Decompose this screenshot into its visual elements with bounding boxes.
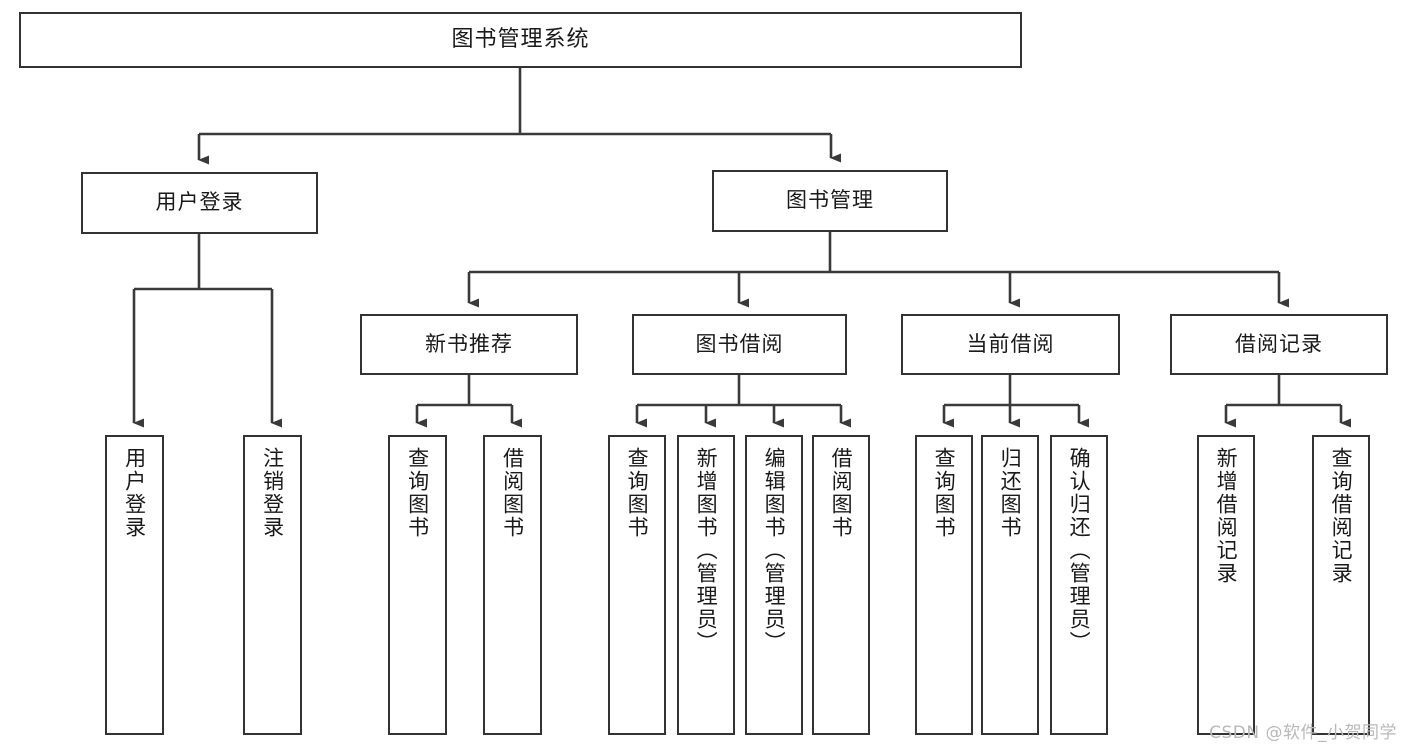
node-book-management-label: 图书管理 — [786, 188, 874, 213]
leaf-add-record[interactable]: 新增借阅记录 — [1197, 435, 1255, 735]
leaf-query-book-3[interactable]: 查询图书 — [915, 435, 973, 735]
leaf-add-record-label: 新增借阅记录 — [1214, 447, 1239, 585]
leaf-query-book-2[interactable]: 查询图书 — [608, 435, 666, 735]
leaf-borrow-book-1-label: 借阅图书 — [500, 447, 525, 539]
leaf-return-book[interactable]: 归还图书 — [981, 435, 1039, 735]
leaf-return-book-label: 归还图书 — [998, 447, 1023, 539]
leaf-confirm-return-label: 确认归还（管理员） — [1067, 447, 1092, 654]
node-new-book-recommend-label: 新书推荐 — [425, 331, 513, 356]
leaf-user-logout-label: 注销登录 — [260, 447, 285, 539]
leaf-user-login[interactable]: 用户登录 — [105, 435, 164, 735]
node-new-book-recommend[interactable]: 新书推荐 — [360, 314, 578, 375]
leaf-query-book-1-label: 查询图书 — [405, 447, 430, 539]
node-book-borrow[interactable]: 图书借阅 — [632, 314, 847, 375]
node-root-label: 图书管理系统 — [451, 26, 590, 52]
leaf-query-book-1[interactable]: 查询图书 — [388, 435, 447, 735]
leaf-borrow-book-1[interactable]: 借阅图书 — [483, 435, 542, 735]
leaf-user-login-label: 用户登录 — [122, 447, 147, 539]
leaf-add-book[interactable]: 新增图书（管理员） — [677, 435, 735, 735]
leaf-query-record-label: 查询借阅记录 — [1329, 447, 1354, 585]
node-user-login-label: 用户登录 — [155, 190, 244, 215]
leaf-edit-book-label: 编辑图书（管理员） — [762, 447, 787, 654]
leaf-add-book-label: 新增图书（管理员） — [694, 447, 719, 654]
node-book-borrow-label: 图书借阅 — [695, 331, 784, 356]
leaf-confirm-return[interactable]: 确认归还（管理员） — [1050, 435, 1108, 735]
leaf-user-logout[interactable]: 注销登录 — [243, 435, 302, 735]
leaf-query-book-2-label: 查询图书 — [625, 447, 650, 539]
node-borrow-record-label: 借阅记录 — [1235, 331, 1323, 356]
node-book-management[interactable]: 图书管理 — [712, 170, 948, 232]
node-root[interactable]: 图书管理系统 — [19, 12, 1022, 68]
leaf-query-record[interactable]: 查询借阅记录 — [1312, 435, 1370, 735]
node-current-borrow-label: 当前借阅 — [966, 331, 1055, 356]
leaf-borrow-book-2-label: 借阅图书 — [829, 447, 854, 539]
leaf-borrow-book-2[interactable]: 借阅图书 — [812, 435, 870, 735]
node-user-login[interactable]: 用户登录 — [81, 172, 318, 234]
leaf-edit-book[interactable]: 编辑图书（管理员） — [745, 435, 803, 735]
leaf-query-book-3-label: 查询图书 — [932, 447, 957, 539]
node-current-borrow[interactable]: 当前借阅 — [901, 314, 1120, 375]
node-borrow-record[interactable]: 借阅记录 — [1170, 314, 1388, 375]
